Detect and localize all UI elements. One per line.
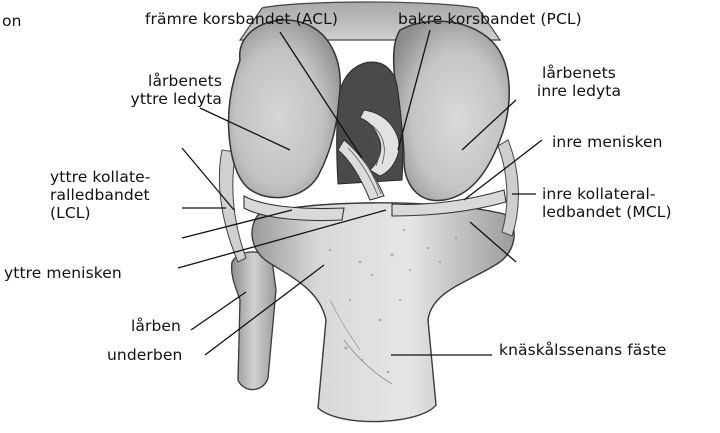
label-tibia: underben xyxy=(107,346,182,364)
label-fragment-top-left: on xyxy=(2,12,22,30)
label-lateral-meniscus: yttre menisken xyxy=(4,264,122,282)
label-lateral-condyle: lårbenets yttre ledyta xyxy=(52,72,222,108)
label-medial-condyle: lårbenets inre ledyta xyxy=(520,64,638,100)
label-fibula: lårben xyxy=(131,317,181,335)
label-pcl: bakre korsbandet (PCL) xyxy=(398,10,582,28)
label-lcl: yttre kollate- ralledbandet (LCL) xyxy=(50,168,150,222)
label-patellar-tendon: knäskålssenans fäste xyxy=(499,341,666,359)
tibia-bone xyxy=(252,203,514,422)
label-acl: främre korsbandet (ACL) xyxy=(145,10,338,28)
medial-condyle xyxy=(394,21,510,200)
label-mcl: inre kollateral- ledbandet (MCL) xyxy=(542,185,672,221)
fibula-bone xyxy=(232,252,276,390)
lateral-condyle xyxy=(229,20,341,198)
label-medial-meniscus: inre menisken xyxy=(552,133,663,151)
